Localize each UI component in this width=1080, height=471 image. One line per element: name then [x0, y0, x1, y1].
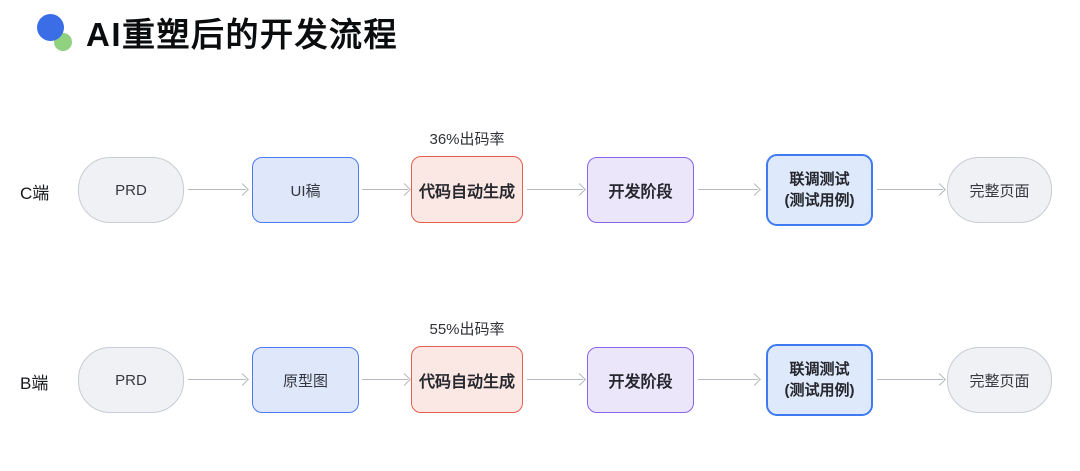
codegen-rate-note: 55%出码率 [429, 321, 505, 338]
blue-dot-icon [37, 14, 64, 41]
node-design-label: UI稿 [290, 182, 321, 200]
arrow-design-to-codegen [362, 189, 408, 190]
node-test-label-line1: 联调测试 [789, 361, 850, 378]
arrow-codegen-to-dev [527, 379, 583, 380]
arrow-test-to-end [877, 379, 943, 380]
arrow-prd-to-design [188, 189, 246, 190]
arrow-dev-to-test [698, 189, 758, 190]
node-design: UI稿 [252, 157, 359, 223]
node-dev: 开发阶段 [587, 347, 694, 413]
node-test: 联调测试 (测试用例) [766, 154, 873, 226]
row-label-b: B端 [20, 374, 49, 393]
node-dev-label: 开发阶段 [608, 374, 673, 391]
brand-dot-icon [26, 8, 74, 56]
page-title: AI重塑后的开发流程 [86, 16, 398, 53]
node-complete-page: 完整页面 [947, 157, 1052, 223]
node-codegen-label: 代码自动生成 [418, 183, 515, 201]
node-complete-page: 完整页面 [947, 347, 1052, 413]
node-test-label-line1: 联调测试 [789, 171, 850, 188]
node-codegen-label: 代码自动生成 [418, 373, 515, 391]
node-test: 联调测试 (测试用例) [766, 344, 873, 416]
node-codegen: 代码自动生成 [411, 156, 523, 223]
row-label-c: C端 [20, 184, 50, 203]
diagram-header: AI重塑后的开发流程 [26, 8, 398, 56]
arrow-codegen-to-dev [527, 189, 583, 190]
arrow-design-to-codegen [362, 379, 408, 380]
node-prd: PRD [78, 347, 184, 413]
node-test-label-line2: (测试用例) [784, 382, 855, 399]
node-codegen: 代码自动生成 [411, 346, 523, 413]
arrow-dev-to-test [698, 379, 758, 380]
node-prd: PRD [78, 157, 184, 223]
arrow-prd-to-design [188, 379, 246, 380]
node-dev-label: 开发阶段 [608, 184, 673, 201]
node-design-label: 原型图 [282, 372, 328, 390]
node-complete-page-label: 完整页面 [969, 182, 1030, 200]
node-prd-label: PRD [115, 181, 147, 199]
arrow-test-to-end [877, 189, 943, 190]
node-test-label-line2: (测试用例) [784, 192, 855, 209]
node-design: 原型图 [252, 347, 359, 413]
codegen-rate-note: 36%出码率 [429, 131, 505, 148]
node-dev: 开发阶段 [587, 157, 694, 223]
node-complete-page-label: 完整页面 [969, 372, 1030, 390]
node-prd-label: PRD [115, 371, 147, 389]
